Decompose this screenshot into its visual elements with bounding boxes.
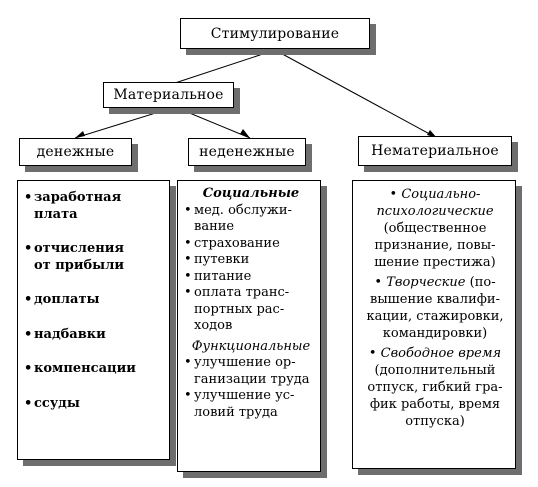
item-line: мед. обслужи- xyxy=(194,202,292,218)
list-item: • Свободное время (дополнительный отпуск… xyxy=(358,345,512,430)
item-line: заработная xyxy=(34,190,122,205)
arrowhead-nonmonetary xyxy=(240,129,250,138)
connector-root-nonmaterial xyxy=(274,49,438,139)
list-item: оплата транс- портных рас- ходов xyxy=(184,285,318,335)
item-line: ходов xyxy=(194,318,233,333)
list-item: страхование xyxy=(184,236,318,253)
monetary-list: заработная плата отчисления от прибыли д… xyxy=(24,190,166,412)
item-line: признание, повы- xyxy=(374,238,496,253)
item-line: улучшение ус- xyxy=(194,388,295,403)
connector-material-monetary xyxy=(74,106,176,139)
connector-root-material xyxy=(174,49,276,84)
nonmonetary-node: неденежные xyxy=(188,138,306,166)
list-item: компенсации xyxy=(24,361,166,378)
monetary-node: денежные xyxy=(19,138,132,166)
social-title: Социальные xyxy=(202,186,300,201)
item-line: улучшение ор- xyxy=(194,355,296,370)
item-line: ганизации труда xyxy=(194,371,310,387)
item-line: ссуды xyxy=(34,395,80,411)
item-line: шение престижа) xyxy=(374,255,496,270)
socpsy-title-line1: Социально- xyxy=(401,187,481,202)
item-line: ловий труда xyxy=(194,404,278,420)
nonmonetary-label: неденежные xyxy=(199,144,295,160)
item-line: страхование xyxy=(194,235,280,251)
item-line: отпуск, гибкий гра- xyxy=(367,380,503,395)
item-line: вышение квалифи- xyxy=(370,292,500,307)
item-line: (общественное xyxy=(383,221,487,236)
list-item: путевки xyxy=(184,252,318,269)
item-line: питание xyxy=(194,268,252,284)
list-item: мед. обслужи- вание xyxy=(184,203,318,236)
item-line: кации, стажировки, xyxy=(366,309,504,324)
functional-title: Функциональные xyxy=(191,338,311,354)
monetary-label: денежные xyxy=(36,144,115,160)
item-line: фик работы, время xyxy=(369,397,501,412)
root-node: Стимулирование xyxy=(180,18,370,49)
nonmaterial-node: Нематериальное xyxy=(358,136,512,166)
list-item: • Социально- психологические (общественн… xyxy=(358,186,512,271)
root-label: Стимулирование xyxy=(210,25,340,42)
item-line: плата xyxy=(34,206,78,222)
item-line: портных рас- xyxy=(194,301,285,317)
list-item: заработная плата xyxy=(24,190,166,223)
item-line: вание xyxy=(194,219,235,234)
nonmaterial-list: • Социально- психологические (общественн… xyxy=(358,186,512,430)
list-item: надбавки xyxy=(24,327,166,344)
list-item: улучшение ус- ловий труда xyxy=(184,388,318,421)
material-label: Материальное xyxy=(113,87,224,103)
item-line: отчисления xyxy=(34,241,124,256)
list-item: улучшение ор- ганизации труда xyxy=(184,355,318,388)
freetime-title: Свободное время xyxy=(380,346,502,361)
creative-line1-rest: (по- xyxy=(465,275,496,290)
arrowhead-monetary xyxy=(75,131,85,138)
list-item: отчисления от прибыли xyxy=(24,241,166,274)
creative-title: Творческие xyxy=(386,275,466,290)
item-line: (дополнительный xyxy=(374,363,496,378)
material-node: Материальное xyxy=(103,82,234,108)
item-line: оплата транс- xyxy=(194,285,290,300)
item-line: компенсации xyxy=(34,361,136,376)
item-line: командировки) xyxy=(382,326,488,341)
list-item: питание xyxy=(184,269,318,286)
list-item: ссуды xyxy=(24,396,166,413)
item-line: надбавки xyxy=(34,326,106,342)
bullet-icon: • xyxy=(374,275,387,290)
monetary-list-box xyxy=(17,180,170,460)
nonmonetary-list: Социальные мед. обслужи- вание страхован… xyxy=(184,186,318,421)
bullet-icon: • xyxy=(368,346,381,361)
item-line: от прибыли xyxy=(34,257,125,273)
item-line: доплаты xyxy=(34,292,100,307)
item-line: путевки xyxy=(194,252,250,267)
socpsy-title-line2: психологические xyxy=(376,204,494,219)
nonmaterial-label: Нематериальное xyxy=(371,143,499,159)
list-item: доплаты xyxy=(24,292,166,309)
item-line: отпуска) xyxy=(405,414,465,429)
list-item: • Творческие (по- вышение квалифи- кации… xyxy=(358,274,512,342)
nonmaterial-list-box xyxy=(352,180,516,469)
bullet-icon: • xyxy=(389,187,402,202)
connector-material-nonmonetary xyxy=(174,106,251,139)
